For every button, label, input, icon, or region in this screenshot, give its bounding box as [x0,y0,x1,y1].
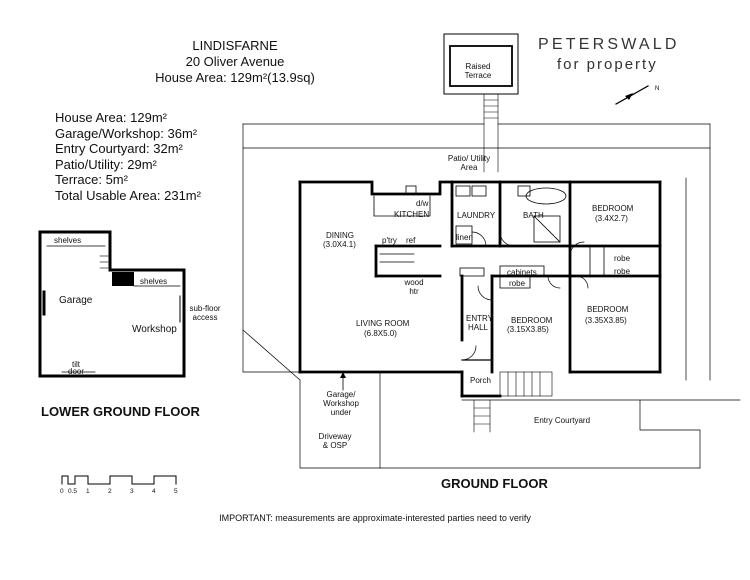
scale-tick-2: 2 [108,488,112,495]
scale-tick-4: 4 [152,488,156,495]
label-linen: linen [456,233,473,242]
label-workshop: Workshop [132,324,177,335]
label-patio: Patio/ Utility Area [447,154,491,172]
label-bedroom3-size: (3.35X3.85) [585,316,627,325]
label-ref: ref [406,236,416,245]
label-door: door [68,367,85,376]
brand-tagline: for property [557,56,658,73]
label-laundry: LAUNDRY [457,211,496,220]
scale-tick-1: 1 [86,488,90,495]
label-robe2: robe [614,267,631,276]
area-courtyard: Entry Courtyard: 32m² [55,141,183,156]
label-shelves-lower: shelves [140,277,168,286]
house-area-heading: House Area: 129m²(13.9sq) [155,70,315,85]
label-dining-size: (3.0X4.1) [323,240,356,249]
scale-tick-0: 0 [60,488,64,495]
label-bedroom2-size: (3.15X3.85) [507,325,549,334]
lower-ground-floor-title: LOWER GROUND FLOOR [41,404,200,419]
area-summary: House Area: 129m² Garage/Workshop: 36m² … [55,110,201,203]
door-swings [461,231,589,361]
label-dw: d/w [416,199,429,208]
ground-floor-walls [298,180,662,398]
label-subfloor: sub-floor access [189,304,221,322]
label-pantry: p'try [382,236,397,245]
brand-name: PETERSWALD [538,36,680,53]
label-living-size: (6.8X5.0) [364,329,397,338]
raised-terrace-outline [443,33,519,173]
entry-stairs [473,371,553,433]
scale-bar [61,475,177,485]
label-entry-hall: ENTRY HALL [466,314,493,332]
fixtures [373,185,605,289]
label-cabinets: cabinets [507,268,537,277]
site-lines [242,123,741,469]
scale-tick-05: 0.5 [68,488,78,495]
label-dining: DINING [326,231,354,240]
label-bedroom2: BEDROOM [511,316,553,325]
label-tilt: tilt [72,360,80,369]
scale-tick-5: 5 [174,488,178,495]
label-bedroom1: BEDROOM [592,204,634,213]
label-kitchen: KITCHEN [394,210,430,219]
property-address: 20 Oliver Avenue [185,54,285,69]
area-terrace: Terrace: 5m² [55,172,128,187]
area-house: House Area: 129m² [55,110,168,125]
label-wood-heater: wood htr [404,278,424,296]
north-arrow-icon: N [615,85,659,105]
label-raised-terrace: Raised Terrace [464,62,492,80]
label-garage-under: Garage/ Workshop under [323,390,359,417]
property-name: LINDISFARNE [192,38,278,53]
property-header: LINDISFARNE 20 Oliver Avenue House Area:… [120,38,350,86]
label-garage: Garage [59,295,93,306]
label-porch: Porch [470,376,491,385]
label-driveway: Driveway & OSP [318,432,352,450]
label-robe1: robe [614,254,631,263]
label-bedroom3: BEDROOM [587,305,629,314]
label-bath: BATH [523,211,544,220]
label-entry-courtyard: Entry Courtyard [534,416,591,425]
scale-tick-3: 3 [130,488,134,495]
area-total: Total Usable Area: 231m² [55,187,201,203]
label-living-room: LIVING ROOM [356,319,410,328]
area-patio: Patio/Utility: 29m² [55,156,157,172]
svg-text:N: N [655,86,659,92]
label-bedroom1-size: (3.4X2.7) [595,214,628,223]
disclaimer: IMPORTANT: measurements are approximate-… [219,513,531,523]
label-robe3: robe [509,279,526,288]
ground-floor-title: GROUND FLOOR [441,476,548,491]
lower-ground-floor-walls [38,230,186,378]
label-shelves-upper: shelves [54,236,82,245]
area-garage: Garage/Workshop: 36m² [55,125,198,141]
